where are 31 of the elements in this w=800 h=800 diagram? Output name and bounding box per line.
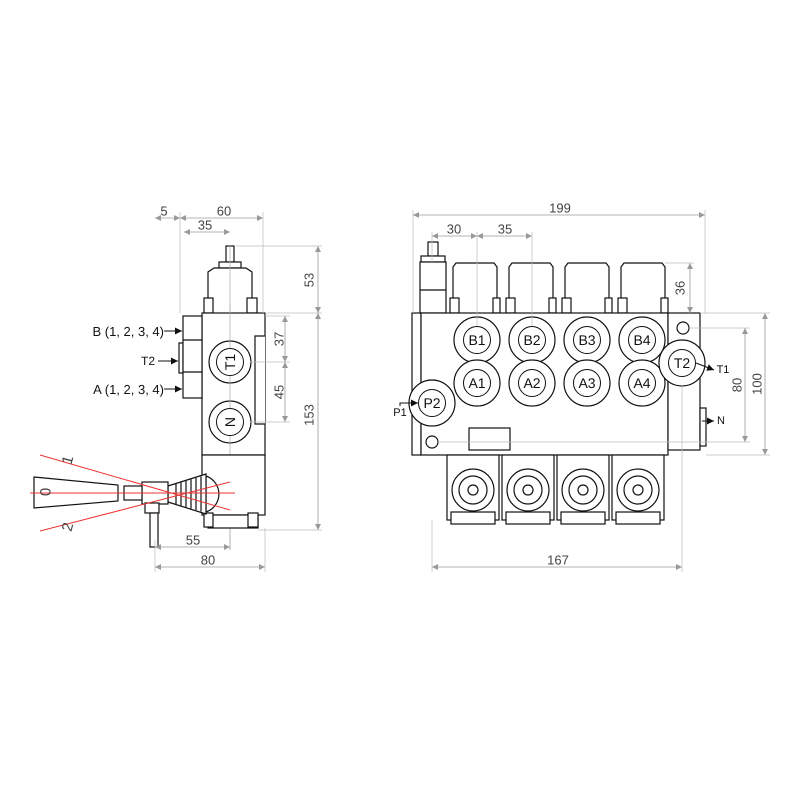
port-label: P1 bbox=[391, 406, 409, 420]
port-label: B (1, 2, 3, 4) bbox=[66, 322, 164, 340]
lever-position-label: 1 bbox=[60, 454, 76, 466]
port-label: N bbox=[714, 414, 728, 428]
arrow bbox=[164, 386, 182, 392]
dimension-label: 45 bbox=[272, 384, 286, 400]
dimension-label: 153 bbox=[302, 404, 316, 426]
arrow bbox=[400, 400, 418, 406]
arrow bbox=[164, 328, 182, 334]
dimension-label: 35 bbox=[198, 218, 212, 232]
dimension-label: 5 bbox=[160, 204, 168, 218]
lever-position-label: 2 bbox=[60, 521, 76, 533]
dimension-label: 80 bbox=[200, 554, 216, 566]
dimension-label: 55 bbox=[186, 534, 200, 546]
arrow bbox=[158, 358, 178, 364]
lever-position-label: 0 bbox=[38, 488, 54, 496]
dimension-label: 35 bbox=[498, 222, 512, 236]
dimension-label: 60 bbox=[216, 204, 232, 218]
dimension-label: 36 bbox=[674, 280, 686, 296]
arrow bbox=[696, 362, 714, 371]
dimension-label: 37 bbox=[272, 332, 286, 346]
dimension-label: 80 bbox=[730, 378, 744, 392]
dimension-label: 199 bbox=[549, 202, 571, 214]
dimension-label: 167 bbox=[547, 554, 569, 566]
port-label: T1 bbox=[714, 363, 732, 377]
dimension-label: 53 bbox=[302, 272, 316, 288]
port-label: A (1, 2, 3, 4) bbox=[66, 380, 164, 398]
dimension-label: 30 bbox=[446, 222, 462, 236]
port-label: T2 bbox=[138, 353, 158, 369]
arrow bbox=[702, 418, 714, 424]
dimension-label: 100 bbox=[750, 373, 764, 395]
